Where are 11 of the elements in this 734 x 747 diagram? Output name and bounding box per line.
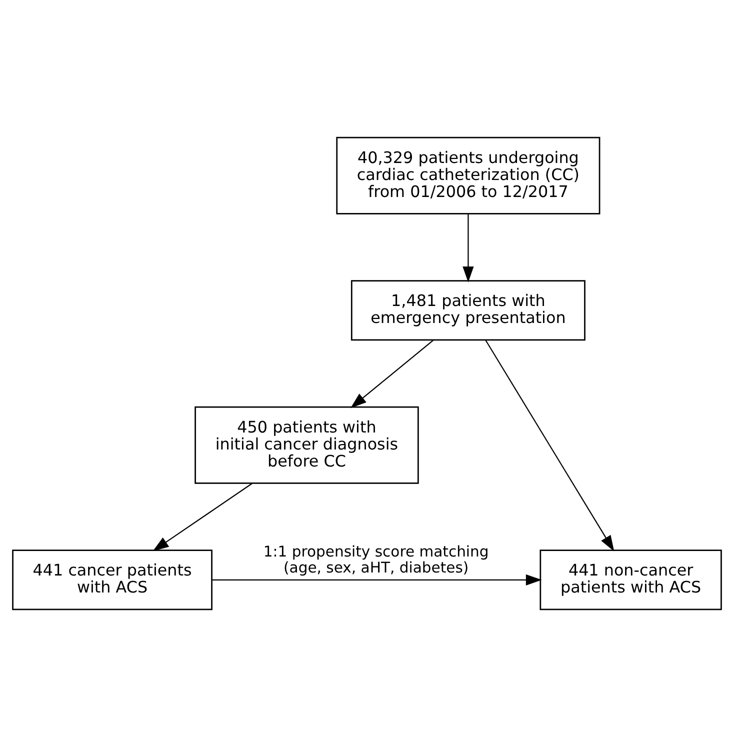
arrow [152, 483, 252, 552]
node-box: 441 non-cancer patients with ACS [540, 550, 722, 610]
node-box: 450 patients with initial cancer diagnosis before CC [194, 406, 419, 484]
arrow [212, 574, 542, 586]
arrow [485, 340, 614, 552]
node-box: 1,481 patients with emergency presentation [350, 280, 586, 341]
edge-label: 1:1 propensity score matching (age, sex, aHT, diabetes) [263, 543, 489, 576]
node-box: 40,329 patients undergoing cardiac catheterization (CC) from 01/2006 to 12/2017 [336, 136, 600, 214]
arrow [350, 340, 434, 408]
node-box: 441 cancer patients with ACS [12, 550, 212, 610]
arrow [462, 214, 474, 282]
